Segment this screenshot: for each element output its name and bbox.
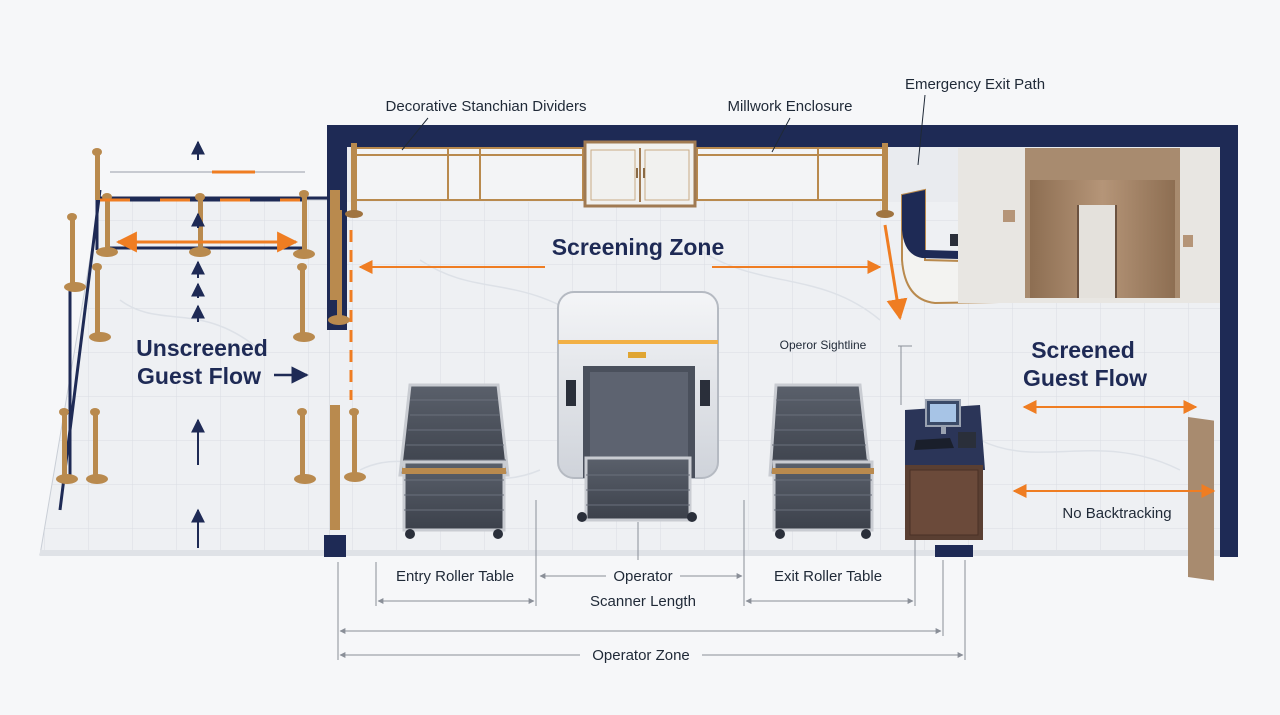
elevator-lobby [958, 148, 1220, 581]
label-millwork-enclosure: Millwork Enclosure [727, 98, 852, 115]
stanchian-glass-dividers [345, 143, 894, 218]
label-entry-roller-table: Entry Roller Table [396, 568, 514, 585]
millwork-enclosure [583, 140, 697, 208]
label-operator-sightline: Operor Sightline [780, 338, 867, 352]
stanchion-queue [56, 148, 366, 530]
label-screened-line2: Guest Flow [1023, 365, 1147, 391]
label-operator: Operator [613, 568, 672, 585]
keyboard-icon [914, 438, 954, 450]
label-screened-line1: Screened [1031, 337, 1135, 363]
operator-console [905, 399, 985, 540]
entry-roller-table [398, 383, 510, 539]
label-scanner-length: Scanner Length [590, 593, 696, 610]
dimension-lines [337, 500, 966, 660]
label-unscreened-line2: Guest Flow [137, 363, 261, 389]
label-operator-zone: Operator Zone [592, 647, 690, 664]
label-exit-roller-table: Exit Roller Table [774, 568, 882, 585]
monitor-icon [925, 399, 961, 434]
label-stanchian-dividers: Decorative Stanchian Dividers [386, 98, 587, 115]
label-screening-zone: Screening Zone [552, 234, 725, 260]
flow-lines [100, 170, 1216, 498]
callout-leaders [401, 94, 926, 166]
diagram-labels: Decorative Stanchian Dividers Millwork E… [136, 76, 1171, 664]
label-unscreened-line1: Unscreened [136, 335, 268, 361]
label-emergency-exit-path: Emergency Exit Path [905, 76, 1045, 93]
label-no-backtracking: No Backtracking [1062, 505, 1171, 522]
exit-roller-table [768, 383, 874, 539]
xray-scanner [557, 291, 719, 522]
